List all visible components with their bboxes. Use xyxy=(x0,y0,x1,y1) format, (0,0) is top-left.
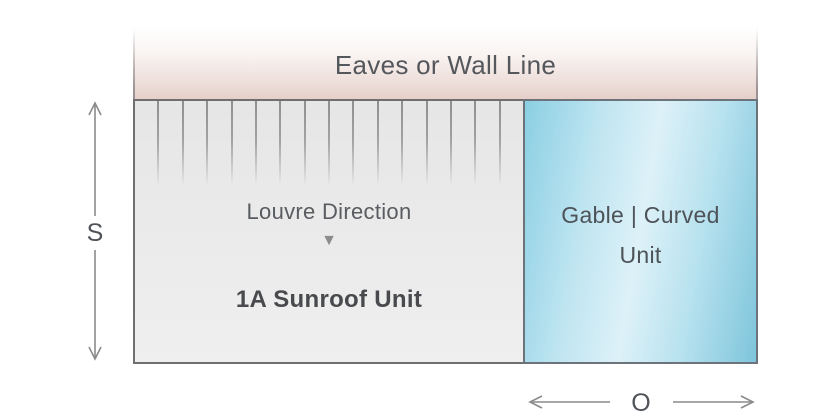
sunroof-unit-label: 1A Sunroof Unit xyxy=(235,286,423,313)
louvre-line xyxy=(206,101,209,189)
louvre-line xyxy=(376,101,379,189)
eaves-wall-line-label: Eaves or Wall Line xyxy=(334,50,557,80)
louvre-line xyxy=(425,101,428,189)
dimension-s-label: S xyxy=(86,219,104,247)
louvre-line xyxy=(474,101,477,189)
dimension-o-label: O xyxy=(631,389,651,417)
louvre-line xyxy=(254,101,257,189)
louvre-line xyxy=(279,101,282,189)
arrow-up-icon xyxy=(88,101,102,116)
louvre-line xyxy=(303,101,306,189)
dimension-s-arrow xyxy=(78,98,133,365)
louvre-line xyxy=(181,101,184,189)
gable-curved-unit-box: Gable | Curved Unit xyxy=(523,99,758,364)
louvre-line xyxy=(157,101,160,189)
louvre-line xyxy=(498,101,501,189)
louvre-line xyxy=(230,101,233,189)
louvre-direction-arrow-icon: ▼ xyxy=(321,232,337,249)
gable-unit-label-line1: Gable | Curved xyxy=(561,201,720,228)
louvre-direction-label: Louvre Direction xyxy=(246,199,412,224)
louvre-line xyxy=(328,101,330,189)
gable-unit-label-line2: Unit xyxy=(619,241,662,268)
arrow-down-icon xyxy=(88,346,102,361)
dimension-o-arrow xyxy=(525,366,758,417)
louvre-line xyxy=(401,101,404,189)
louvre-lines xyxy=(135,101,523,189)
sunroof-unit-box: Louvre Direction ▼ 1A Sunroof Unit xyxy=(133,99,525,364)
louvre-line xyxy=(352,101,355,189)
arrow-right-icon xyxy=(740,395,755,409)
arrow-left-icon xyxy=(528,395,543,409)
louvre-line xyxy=(449,101,452,189)
eaves-wall-line-band: Eaves or Wall Line xyxy=(133,25,758,99)
